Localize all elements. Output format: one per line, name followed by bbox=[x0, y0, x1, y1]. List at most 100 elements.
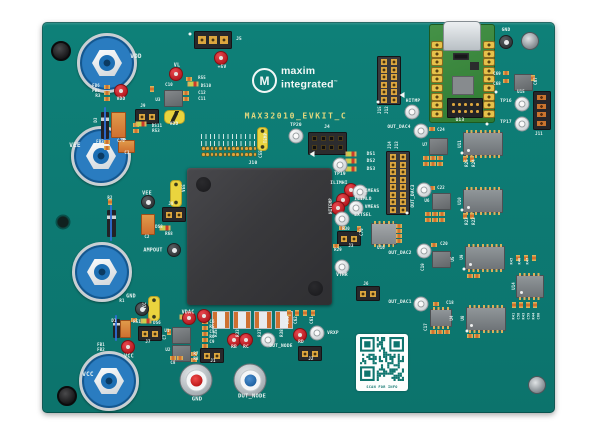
led-indicator bbox=[135, 121, 147, 127]
smd-passive bbox=[202, 338, 208, 342]
silkscreen-out-dac3: OUT_DAC3 bbox=[410, 184, 416, 208]
array-pad bbox=[223, 147, 227, 150]
silkscreen-ilimhi: ILIMHI bbox=[330, 180, 348, 186]
test-point-core bbox=[340, 197, 346, 203]
silkscreen-j3: J3 bbox=[348, 243, 354, 248]
silkscreen-dut-node: DUT_NODE bbox=[237, 393, 267, 400]
via-dot bbox=[405, 211, 409, 215]
smd-passive bbox=[437, 162, 443, 166]
silkscreen-r68: R68 bbox=[165, 231, 173, 236]
led-body-red bbox=[146, 318, 150, 324]
test-point-core bbox=[173, 71, 179, 77]
silkscreen-ilimlo: ILIMLO bbox=[354, 196, 372, 202]
chip-pin1-dot bbox=[470, 324, 473, 327]
header-pin bbox=[209, 36, 217, 44]
module-ic bbox=[452, 76, 474, 95]
test-point-red bbox=[182, 311, 196, 325]
test-point-white bbox=[413, 123, 429, 139]
smd-passive bbox=[429, 186, 435, 190]
silkscreen-c24: C24 bbox=[437, 127, 445, 132]
smd-passive bbox=[430, 330, 436, 334]
header-socket bbox=[329, 136, 334, 141]
silkscreen-c60: C60 bbox=[536, 312, 541, 320]
silkscreen-r35: R35 bbox=[213, 329, 218, 337]
silkscreen-vrxp: VRXP bbox=[327, 330, 339, 336]
module-castellated-pad bbox=[431, 41, 443, 49]
small-chip bbox=[172, 345, 191, 362]
smd-passive bbox=[444, 330, 450, 334]
header-pin bbox=[399, 191, 406, 198]
led-pad bbox=[140, 318, 143, 324]
smd-passive bbox=[439, 218, 445, 222]
silkscreen-j7: J7 bbox=[145, 339, 151, 344]
silkscreen-vdd: VDD bbox=[169, 121, 179, 127]
header-pin bbox=[390, 74, 397, 80]
test-point-core bbox=[336, 161, 344, 169]
chip-pin1-dot bbox=[467, 149, 470, 152]
smd-passive bbox=[183, 91, 189, 95]
silkscreen-u4: U4 bbox=[449, 315, 454, 321]
array-pad bbox=[202, 147, 205, 150]
module-connector-pin bbox=[464, 110, 467, 113]
array-pad bbox=[227, 153, 231, 156]
silkscreen-u16: U16 bbox=[377, 245, 385, 250]
smd-passive bbox=[177, 356, 183, 360]
module-bottom-connector bbox=[447, 98, 483, 118]
silkscreen-j15: J15 bbox=[377, 106, 382, 114]
test-point-white bbox=[334, 211, 350, 227]
test-point-core bbox=[243, 337, 249, 343]
silkscreen-hitemp: HITEMP bbox=[328, 198, 333, 214]
header-pin bbox=[390, 89, 397, 95]
header-pin bbox=[381, 74, 387, 80]
array-pad bbox=[249, 153, 252, 156]
smd-passive bbox=[287, 310, 291, 316]
header-pin bbox=[148, 113, 155, 120]
test-point-red bbox=[239, 333, 253, 347]
header-pin bbox=[204, 352, 211, 359]
yellow-component bbox=[148, 296, 160, 321]
via-dot bbox=[460, 208, 464, 212]
usb-micro-connector bbox=[443, 21, 481, 51]
header-pin bbox=[381, 89, 387, 95]
smd-passive bbox=[396, 239, 402, 243]
silkscreen-vdd: VDD bbox=[116, 96, 126, 102]
header-pin bbox=[399, 161, 406, 168]
header-pin bbox=[213, 352, 220, 359]
silkscreen-ds8: DS8 bbox=[155, 224, 163, 229]
header-pin bbox=[390, 206, 396, 213]
small-chip bbox=[429, 138, 448, 155]
silkscreen-r2: R2 bbox=[107, 195, 113, 200]
silkscreen-u8: U8 bbox=[460, 315, 465, 321]
array-pad bbox=[227, 147, 231, 150]
test-point-core bbox=[171, 247, 177, 253]
tssop-chip bbox=[516, 273, 544, 300]
silkscreen-vcc: VCC bbox=[124, 353, 134, 360]
silkscreen-c19: C19 bbox=[420, 263, 425, 271]
header-pin bbox=[399, 206, 406, 213]
smd-passive bbox=[186, 77, 192, 81]
silkscreen-r1: R1 bbox=[119, 298, 125, 303]
silkscreen-fb4: FB4 bbox=[96, 144, 104, 149]
silkscreen-out-dac1: OUT_DAC1 bbox=[388, 299, 412, 305]
silkscreen-c68: C68 bbox=[493, 81, 501, 86]
silkscreen-temp: TEMP bbox=[263, 132, 268, 144]
banana-jack-2 bbox=[72, 242, 132, 302]
smd-passive bbox=[311, 310, 315, 316]
test-point-core bbox=[186, 315, 192, 321]
header-pin bbox=[390, 184, 396, 190]
silkscreen-tp17: TP17 bbox=[500, 119, 512, 125]
silkscreen-r38: R38 bbox=[279, 329, 284, 337]
test-point-white bbox=[416, 182, 432, 198]
silkscreen-ds2: DS2 bbox=[366, 158, 376, 164]
silkscreen-c9: C9 bbox=[209, 339, 215, 344]
module-button bbox=[453, 53, 469, 60]
led-body bbox=[347, 158, 351, 164]
test-point-white bbox=[413, 296, 429, 312]
via-dot bbox=[460, 151, 464, 155]
led-pad bbox=[345, 166, 348, 172]
smd-passive bbox=[433, 302, 439, 306]
test-point-core bbox=[417, 127, 425, 135]
smd-passive bbox=[432, 212, 438, 216]
smd-passive bbox=[396, 234, 402, 238]
via-dot bbox=[465, 329, 469, 333]
